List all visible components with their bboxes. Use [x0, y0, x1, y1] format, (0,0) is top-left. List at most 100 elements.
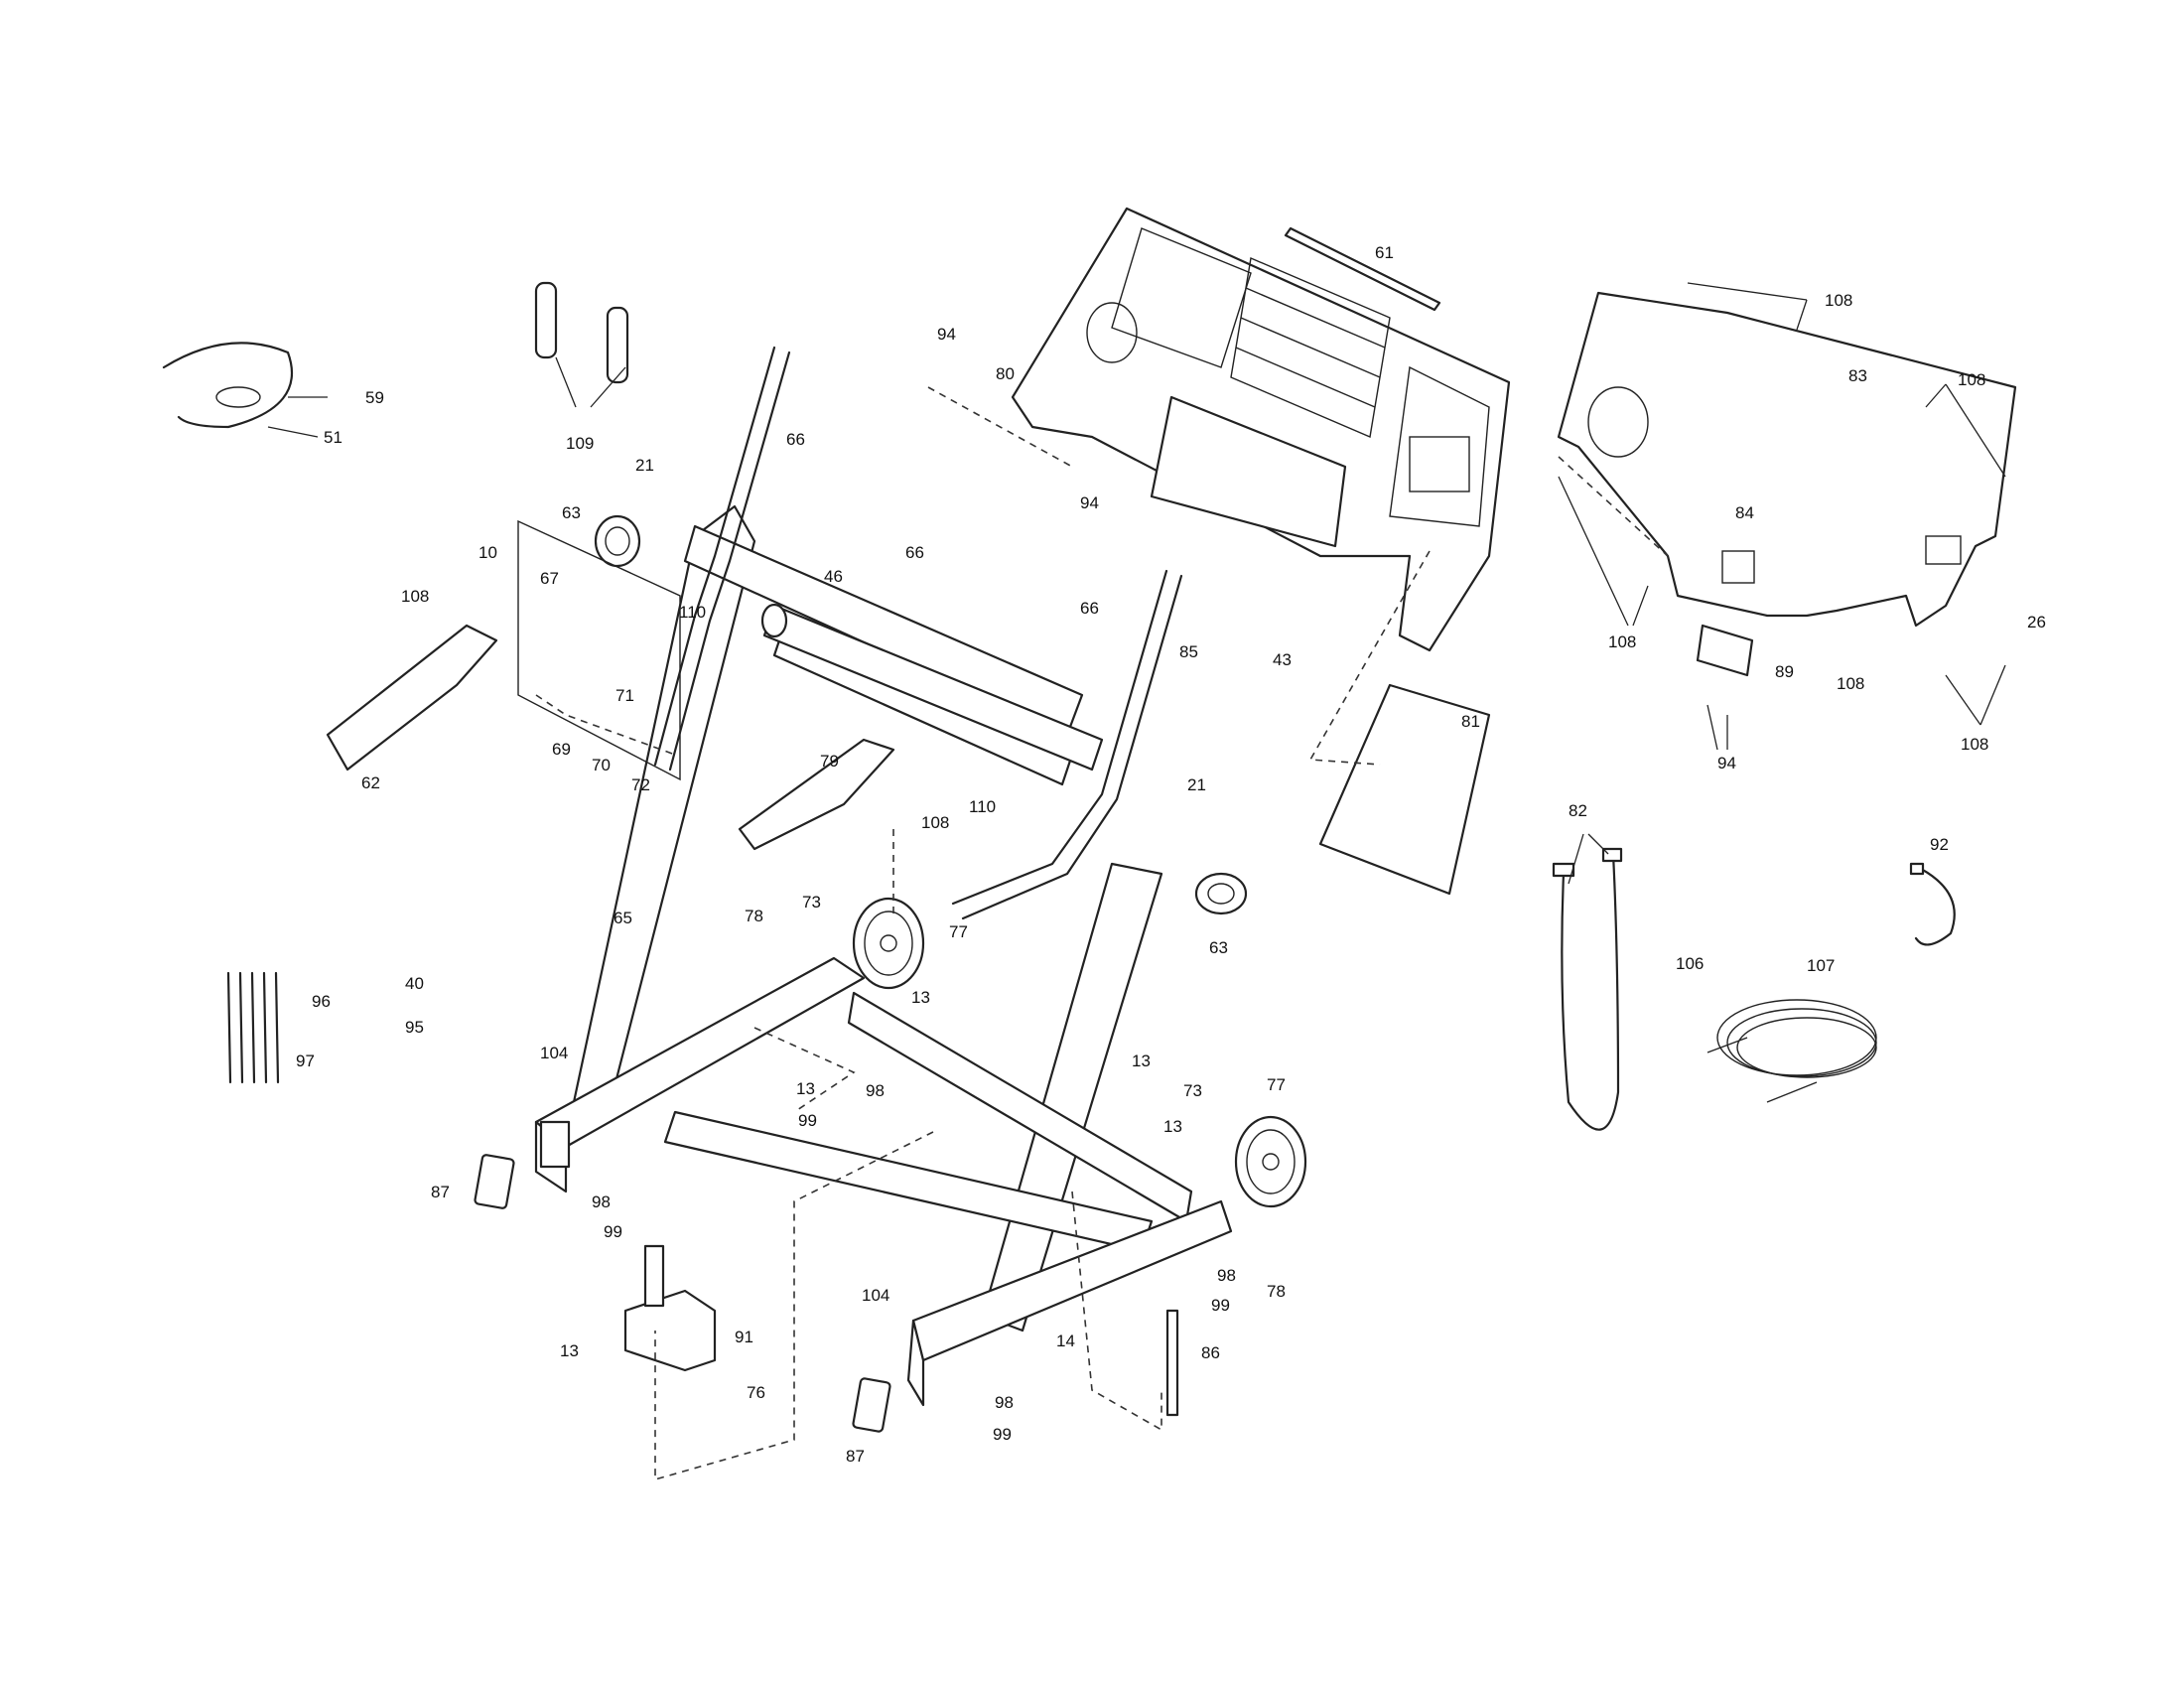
callout-26: 26	[2027, 613, 2046, 632]
callout-79: 79	[820, 752, 839, 771]
callout-94: 94	[937, 325, 956, 344]
callout-108: 108	[1825, 291, 1852, 310]
callout-71: 71	[615, 686, 634, 705]
callout-13: 13	[796, 1079, 815, 1098]
callout-110: 110	[679, 603, 706, 622]
callout-97: 97	[296, 1052, 315, 1070]
callout-108: 108	[401, 587, 429, 606]
callout-69: 69	[552, 740, 571, 759]
callout-51: 51	[324, 428, 342, 447]
callout-78: 78	[1267, 1282, 1286, 1301]
callout-43: 43	[1273, 650, 1292, 669]
callout-99: 99	[1211, 1296, 1230, 1315]
callout-73: 73	[1183, 1081, 1202, 1100]
callout-72: 72	[631, 775, 650, 794]
callout-107: 107	[1807, 956, 1835, 975]
callout-104: 104	[540, 1044, 568, 1062]
coil-107	[1706, 999, 1877, 1103]
callout-98: 98	[866, 1081, 885, 1100]
base-frame	[534, 956, 1233, 1407]
cover-63-left	[594, 514, 641, 568]
bracket-89	[1696, 624, 1754, 677]
callout-98: 98	[995, 1393, 1014, 1412]
callout-99: 99	[604, 1222, 622, 1241]
handrail-left	[653, 346, 791, 772]
callout-91: 91	[735, 1328, 753, 1346]
callout-10: 10	[478, 543, 497, 562]
callout-89: 89	[1775, 662, 1794, 681]
callout-86: 86	[1201, 1343, 1220, 1362]
wheel-77-left	[852, 897, 925, 990]
grip-79	[738, 738, 895, 851]
callout-98: 98	[1217, 1266, 1236, 1285]
wire-92	[1909, 862, 1956, 946]
callout-99: 99	[993, 1425, 1012, 1444]
callout-21: 21	[1187, 775, 1206, 794]
callout-85: 85	[1179, 642, 1198, 661]
console-back-83	[1557, 291, 2017, 628]
callout-63: 63	[562, 503, 581, 522]
callout-40: 40	[405, 974, 424, 993]
callout-labels: 108 83 108 26 84 89 108 108 108 94 61 94…	[296, 243, 2046, 1466]
callout-59: 59	[365, 388, 384, 407]
callout-98: 98	[592, 1193, 611, 1211]
cord-82	[1552, 847, 1623, 1131]
cable-ties-97	[226, 971, 280, 1084]
callout-80: 80	[996, 364, 1015, 383]
callout-21: 21	[635, 456, 654, 475]
callout-65: 65	[614, 909, 632, 927]
callout-87: 87	[846, 1447, 865, 1466]
handrail-right	[951, 569, 1183, 920]
callout-77: 77	[1267, 1075, 1286, 1094]
strap-51-59	[162, 342, 293, 429]
callout-13: 13	[1132, 1052, 1151, 1070]
callout-14: 14	[1056, 1332, 1075, 1350]
callout-13: 13	[560, 1341, 579, 1360]
callout-66: 66	[1080, 599, 1099, 618]
callout-108: 108	[921, 813, 949, 832]
callout-82: 82	[1569, 801, 1587, 820]
guide-lines	[535, 386, 1669, 1481]
callout-63: 63	[1209, 938, 1228, 957]
roller-46	[760, 603, 1104, 772]
foot-87-right	[852, 1377, 891, 1433]
callout-108: 108	[1608, 632, 1636, 651]
callout-104: 104	[862, 1286, 889, 1305]
callout-81: 81	[1461, 712, 1480, 731]
callout-110: 110	[969, 797, 996, 816]
callout-106: 106	[1676, 954, 1704, 973]
callout-73: 73	[802, 893, 821, 912]
callout-94: 94	[1080, 493, 1099, 512]
callout-62: 62	[361, 773, 380, 792]
callout-13: 13	[911, 988, 930, 1007]
callout-92: 92	[1930, 835, 1949, 854]
callout-96: 96	[312, 992, 331, 1011]
callout-99: 99	[798, 1111, 817, 1130]
motor-91	[623, 1244, 717, 1372]
callout-94: 94	[1717, 754, 1736, 772]
plate-10	[517, 519, 681, 781]
callout-109: 109	[566, 434, 594, 453]
callout-87: 87	[431, 1183, 450, 1201]
leader-lines	[267, 282, 2006, 885]
grip-62	[326, 624, 498, 772]
callout-46: 46	[824, 567, 843, 586]
callout-77: 77	[949, 922, 968, 941]
callout-108: 108	[1961, 735, 1988, 754]
callout-13: 13	[1163, 1117, 1182, 1136]
callout-67: 67	[540, 569, 559, 588]
callout-78: 78	[745, 907, 763, 925]
grips-109	[534, 281, 629, 384]
foot-87-left	[474, 1154, 515, 1209]
shock-86	[1165, 1309, 1179, 1417]
callout-66: 66	[786, 430, 805, 449]
callout-66: 66	[905, 543, 924, 562]
wheel-77-right	[1234, 1115, 1307, 1208]
callout-108: 108	[1837, 674, 1864, 693]
callout-70: 70	[592, 756, 611, 774]
callout-61: 61	[1375, 243, 1394, 262]
callout-95: 95	[405, 1018, 424, 1037]
console-80	[1011, 207, 1511, 652]
